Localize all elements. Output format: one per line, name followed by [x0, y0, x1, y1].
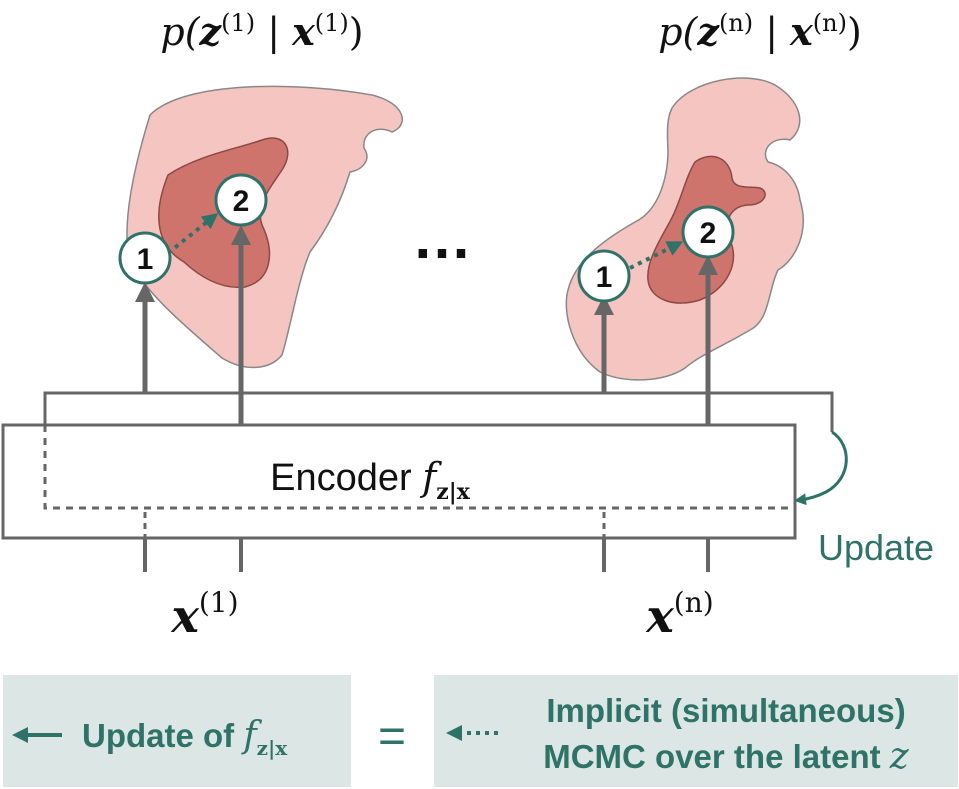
posterior-left-close: )	[349, 10, 364, 54]
update-arrow	[794, 430, 848, 506]
mcmc-move-left	[166, 213, 219, 255]
posterior-left-label: p(z(1) | x(1))	[160, 9, 363, 54]
ellipsis: …	[412, 204, 472, 271]
posterior-right-sup1: (n)	[719, 9, 753, 37]
input-right-sup: (n)	[674, 586, 714, 619]
posterior-left-sup2: (1)	[315, 9, 349, 37]
legend-right-line1: Implicit (simultaneous)	[546, 692, 905, 729]
posterior-left-sup1: (1)	[221, 9, 255, 37]
update-label: Update	[818, 527, 934, 568]
posterior-right-sup2: (n)	[813, 9, 847, 37]
encoder-text: Encoder	[270, 457, 422, 499]
posterior-right-label: p(z(n) | x(n))	[658, 9, 862, 54]
input-right-label: x(n)	[645, 586, 713, 643]
posterior-left-p: p(	[160, 10, 200, 54]
posterior-left-z: z	[199, 9, 223, 54]
step-2-right-circle	[681, 205, 735, 259]
step-1-left-circle	[118, 231, 172, 285]
input-left-x: x	[170, 589, 199, 643]
input-left-sup: (1)	[199, 586, 239, 619]
update-loop-top	[43, 391, 834, 432]
legend-right-line2-group: MCMC over the latent z	[543, 736, 910, 777]
posterior-left-x: x	[291, 9, 316, 54]
posterior-right-z: z	[696, 9, 720, 54]
legend-equals: =	[378, 710, 406, 763]
legend-right-line2: MCMC over the latent	[543, 738, 890, 775]
posterior-right-bar: |	[753, 10, 790, 54]
encoder-label: Encoder fz|x	[270, 455, 471, 505]
legend-right-z: z	[889, 736, 910, 777]
step-1-right-circle	[577, 249, 631, 303]
posterior-right-x: x	[789, 9, 814, 54]
posterior-right-close: )	[847, 10, 862, 54]
legend-left-text: Update of	[82, 717, 243, 754]
step-1-left-label: 1	[137, 243, 154, 276]
legend-right-box	[434, 675, 958, 787]
step-2-left-label: 2	[233, 185, 250, 218]
step-2-left-circle	[214, 173, 268, 227]
legend-left-box	[3, 675, 351, 787]
encoder-box	[1, 423, 797, 540]
step-2-right-label: 2	[700, 217, 717, 250]
posterior-left-bar: |	[255, 10, 292, 54]
step-1-right-label: 1	[596, 261, 613, 294]
encoder-sub: z|x	[436, 479, 470, 505]
update-loop-dashed	[43, 425, 795, 510]
legend-left-label: Update of fz|x	[82, 715, 288, 760]
input-right-x: x	[645, 589, 674, 643]
input-left-label: x(1)	[170, 586, 238, 643]
legend-left-sub: z|x	[257, 736, 289, 760]
posterior-right-p: p(	[658, 10, 698, 54]
